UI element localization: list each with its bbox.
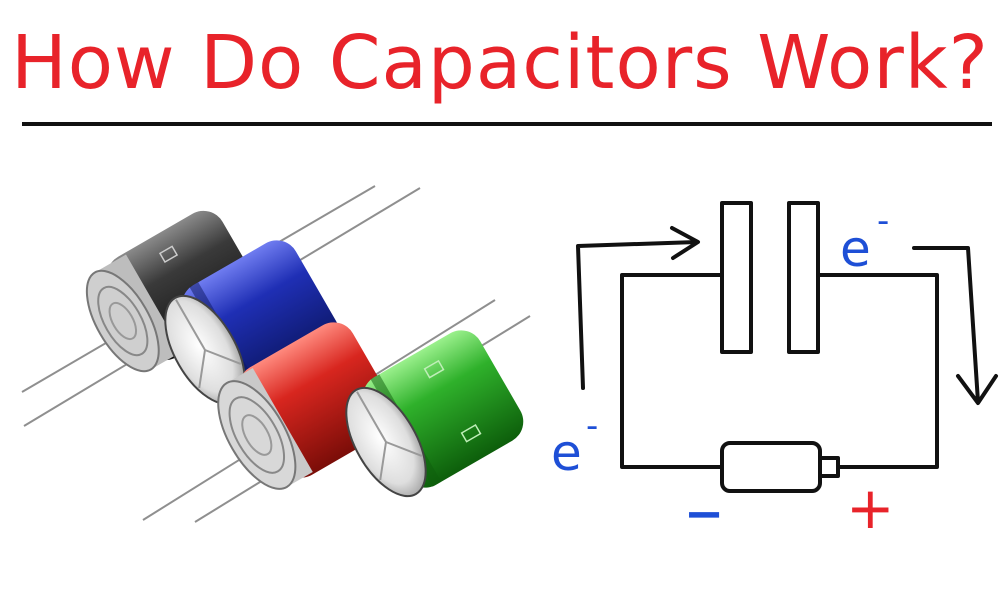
positive-terminal-label: + [846, 474, 895, 542]
electron-label-right: e - [840, 201, 889, 278]
circuit-diagram [576, 201, 998, 493]
battery [720, 441, 822, 493]
circuit-wire [620, 273, 939, 469]
page-title: How Do Capacitors Work? [11, 20, 989, 106]
electron-symbol: e [551, 424, 582, 482]
electron-flow-arrow-left [576, 226, 700, 390]
capacitor-green [345, 330, 524, 498]
electron-flow-arrow-right [912, 246, 998, 405]
electron-label-left: e - [551, 406, 598, 482]
title-underline [22, 122, 992, 126]
electron-charge-sup: - [877, 201, 889, 241]
capacitor-red [217, 322, 396, 490]
capacitor-plate-right [787, 201, 820, 354]
capacitor-plate-left [720, 201, 753, 354]
negative-terminal-label: − [684, 486, 724, 542]
battery-terminal [818, 456, 840, 478]
electron-charge-sup: - [586, 406, 598, 446]
electron-symbol: e [840, 220, 871, 278]
